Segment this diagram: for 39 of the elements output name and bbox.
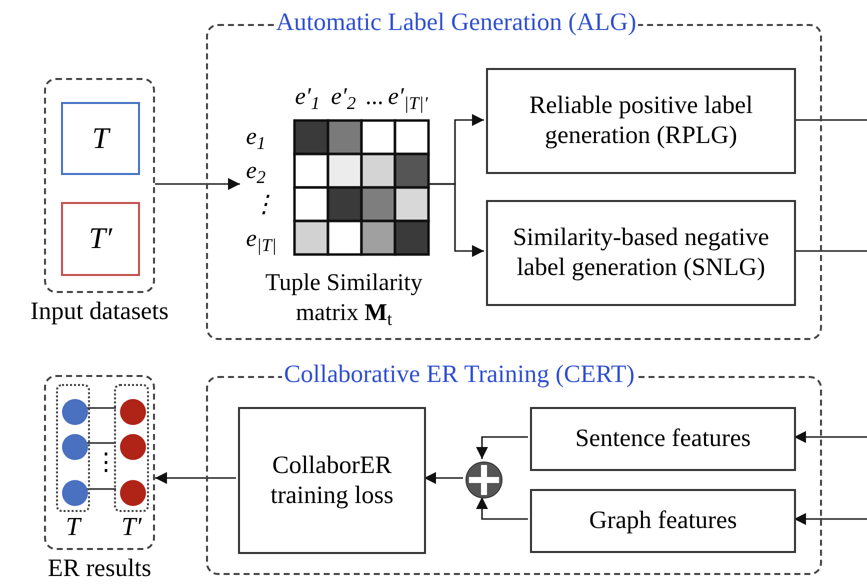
row-header: ⋮ [252,191,276,220]
process-box [61,202,140,276]
process-box [530,489,796,553]
group-caption: Input datasets [30,297,169,327]
column-header: e′$_{|T|′}$ [388,83,428,112]
box-label: T [92,124,109,154]
arrow [476,436,528,459]
sum-junction-icon [465,461,503,499]
process-box [61,102,140,175]
process-box [238,407,426,554]
connector-line [794,250,867,252]
group-caption: ER results [48,554,152,584]
connector-line [794,119,867,121]
arrow [794,431,867,443]
box-label: Reliable positive label generation (RPLG) [528,91,754,151]
column-label: T [66,512,80,542]
process-box [486,200,796,306]
column-label: T′ [121,512,142,542]
process-box [530,407,796,471]
matrix-caption: Tuple Similarity matrix M$_{t}$ [264,269,424,328]
arrow [424,472,463,484]
arrow [794,513,867,525]
ellipsis-mark: ⋮ [94,449,118,478]
row-header: e$_{|T|}$ [246,225,277,254]
column-header: e′$_{2}$ [331,83,356,112]
arrow [155,472,236,484]
box-label: CollaborER training loss [270,450,394,510]
arrow [428,183,484,257]
process-box [486,68,796,174]
box-label: Graph features [589,506,737,536]
arrow [476,497,528,520]
row-header: e$_{1}$ [246,123,266,152]
box-label: Sentence features [575,424,751,454]
box-label: T′ [88,224,112,254]
column-header: ... [366,83,384,112]
column-header: e′$_{1}$ [295,83,320,112]
row-header: e$_{2}$ [246,157,266,186]
box-label: Similarity-based negative label generation (SNLG) [512,223,770,283]
arrow [155,178,240,190]
